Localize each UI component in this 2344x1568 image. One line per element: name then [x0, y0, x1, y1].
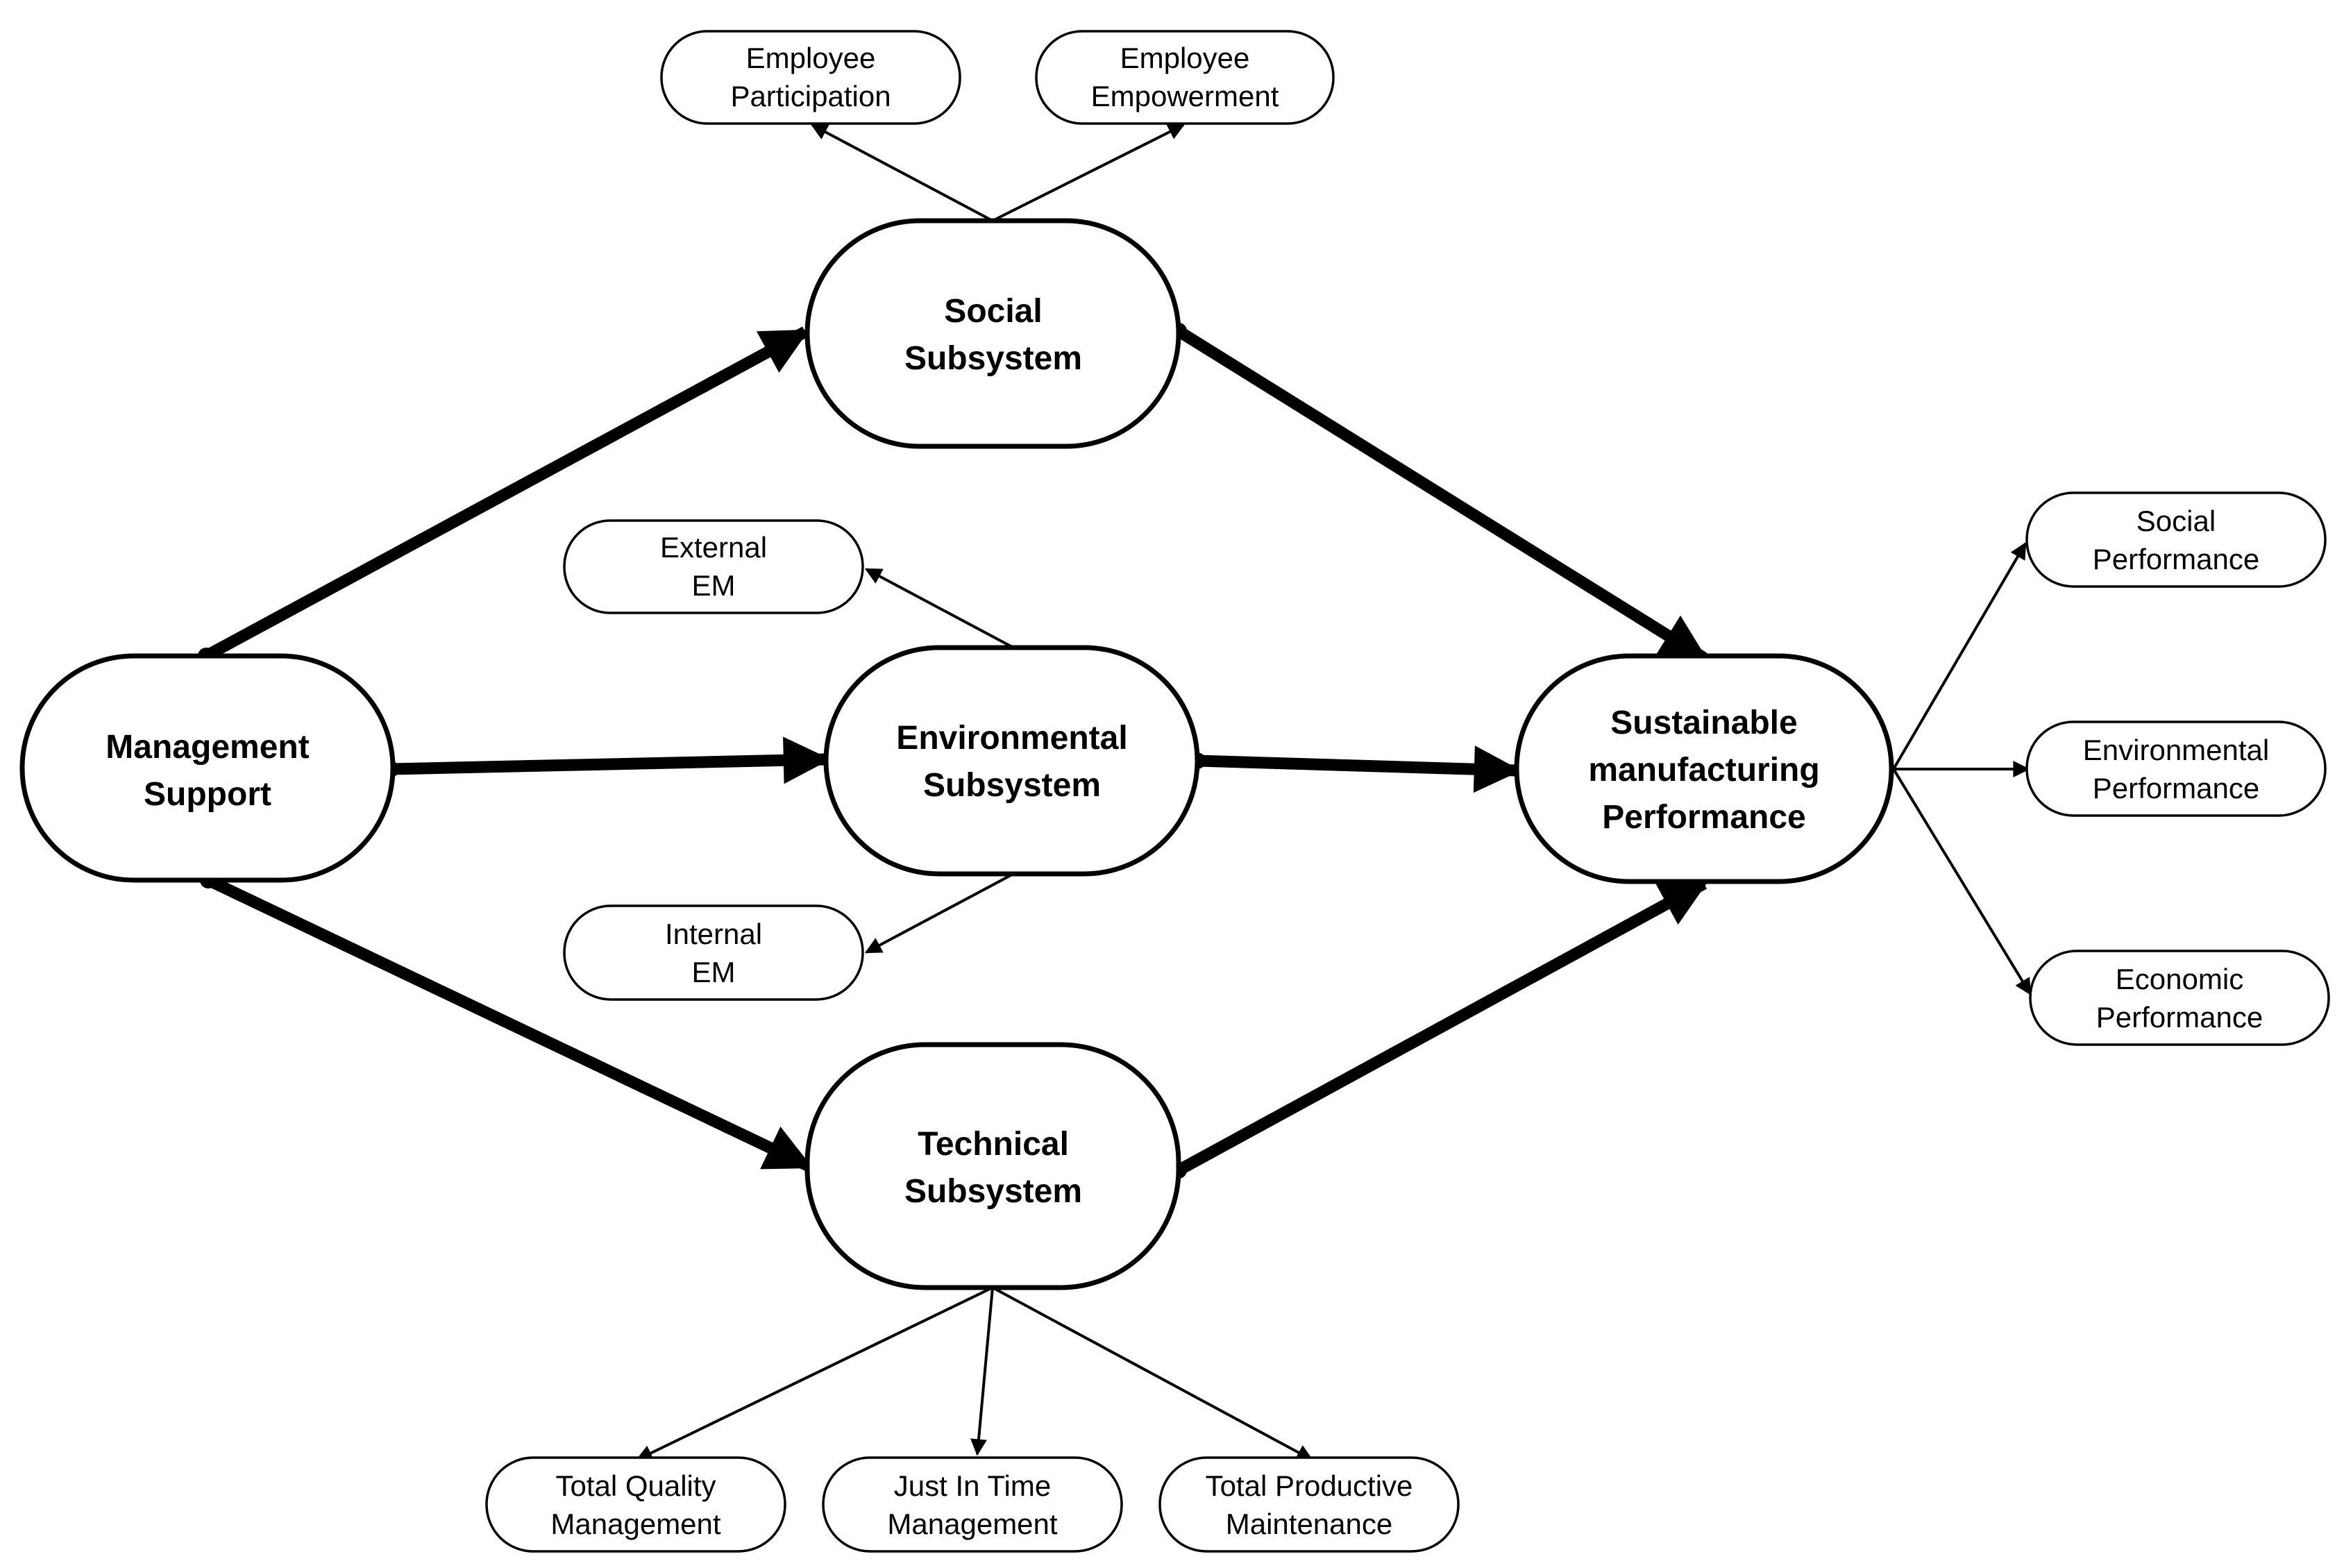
- node-employee-participation: Employee Participation: [660, 30, 961, 125]
- economic-performance-line-2: Performance: [2096, 1001, 2263, 1034]
- arrow-technical-to-jit: [970, 1287, 994, 1456]
- management-support-line-1: Management: [106, 729, 309, 766]
- node-external-em: External EM: [563, 519, 864, 614]
- tqm-line-2: Management: [550, 1508, 720, 1540]
- arrow-performance-to-social-performance: [1892, 541, 2027, 770]
- node-management-support: Management Support: [19, 653, 396, 883]
- arrow-environmental-to-external-em: [864, 568, 1014, 649]
- sustainable-performance-line-3: Performance: [1602, 799, 1805, 836]
- arrow-performance-to-economic-performance: [1892, 768, 2032, 996]
- economic-performance-line-1: Economic: [2116, 963, 2243, 995]
- node-total-quality-management: Total Quality Management: [485, 1456, 786, 1553]
- arrow-social-to-performance: [1175, 326, 1708, 664]
- tpm-line-2: Maintenance: [1226, 1508, 1393, 1540]
- environmental-subsystem-line-1: Environmental: [896, 720, 1127, 757]
- employee-empowerment-line-2: Empowerment: [1091, 80, 1279, 112]
- arrow-environmental-to-internal-em: [864, 872, 1014, 954]
- node-total-productive-maintenance: Total Productive Maintenance: [1158, 1456, 1460, 1553]
- node-internal-em: Internal EM: [563, 904, 864, 1001]
- node-technical-subsystem: Technical Subsystem: [804, 1042, 1181, 1290]
- tpm-line-1: Total Productive: [1206, 1469, 1413, 1502]
- external-em-line-1: External: [660, 531, 767, 564]
- node-social-subsystem: Social Subsystem: [804, 218, 1181, 449]
- external-em-line-2: EM: [692, 569, 736, 602]
- environmental-performance-line-1: Environmental: [2083, 734, 2269, 766]
- sustainable-performance-line-2: manufacturing: [1588, 752, 1819, 789]
- environmental-subsystem-line-2: Subsystem: [923, 767, 1101, 804]
- node-environmental-subsystem: Environmental Subsystem: [823, 645, 1200, 877]
- jit-line-1: Just In Time: [894, 1469, 1051, 1502]
- dimension-edges: [635, 124, 2032, 1461]
- sustainable-performance-line-1: Sustainable: [1610, 705, 1797, 741]
- arrow-social-to-employee-participation: [810, 124, 993, 222]
- node-employee-empowerment: Employee Empowerment: [1035, 30, 1335, 125]
- technical-subsystem-line-1: Technical: [918, 1126, 1069, 1163]
- arrow-technical-to-tpm: [992, 1286, 1314, 1461]
- arrow-management-to-social: [203, 326, 809, 661]
- node-economic-performance: Economic Performance: [2029, 950, 2330, 1046]
- arrow-management-to-technical: [205, 875, 813, 1172]
- node-social-performance: Social Performance: [2025, 491, 2327, 588]
- node-environmental-performance: Environmental Performance: [2025, 720, 2327, 817]
- arrow-technical-to-tqm: [635, 1286, 993, 1461]
- node-sustainable-manufacturing-performance: Sustainable manufacturing Performance: [1514, 653, 1894, 884]
- employee-participation-line-1: Employee: [746, 42, 876, 74]
- jit-line-2: Management: [887, 1508, 1057, 1540]
- social-subsystem-line-1: Social: [944, 293, 1042, 330]
- main-edges: [198, 323, 1708, 1179]
- management-support-line-2: Support: [144, 776, 271, 813]
- arrow-technical-to-performance: [1175, 878, 1708, 1176]
- employee-empowerment-line-1: Employee: [1120, 42, 1250, 74]
- employee-participation-line-2: Participation: [730, 80, 891, 112]
- technical-subsystem-line-2: Subsystem: [904, 1173, 1082, 1210]
- arrow-social-to-employee-empowerment: [992, 124, 1186, 222]
- node-just-in-time-management: Just In Time Management: [822, 1456, 1123, 1553]
- social-performance-line-2: Performance: [2093, 543, 2259, 575]
- tqm-line-1: Total Quality: [555, 1469, 716, 1502]
- social-subsystem-line-2: Subsystem: [904, 340, 1082, 377]
- arrow-management-to-environmental: [390, 736, 831, 784]
- social-performance-line-1: Social: [2136, 505, 2216, 537]
- environmental-performance-line-2: Performance: [2093, 772, 2259, 804]
- internal-em-line-1: Internal: [665, 918, 762, 950]
- internal-em-line-2: EM: [692, 956, 736, 988]
- arrow-environmental-to-performance: [1197, 745, 1521, 793]
